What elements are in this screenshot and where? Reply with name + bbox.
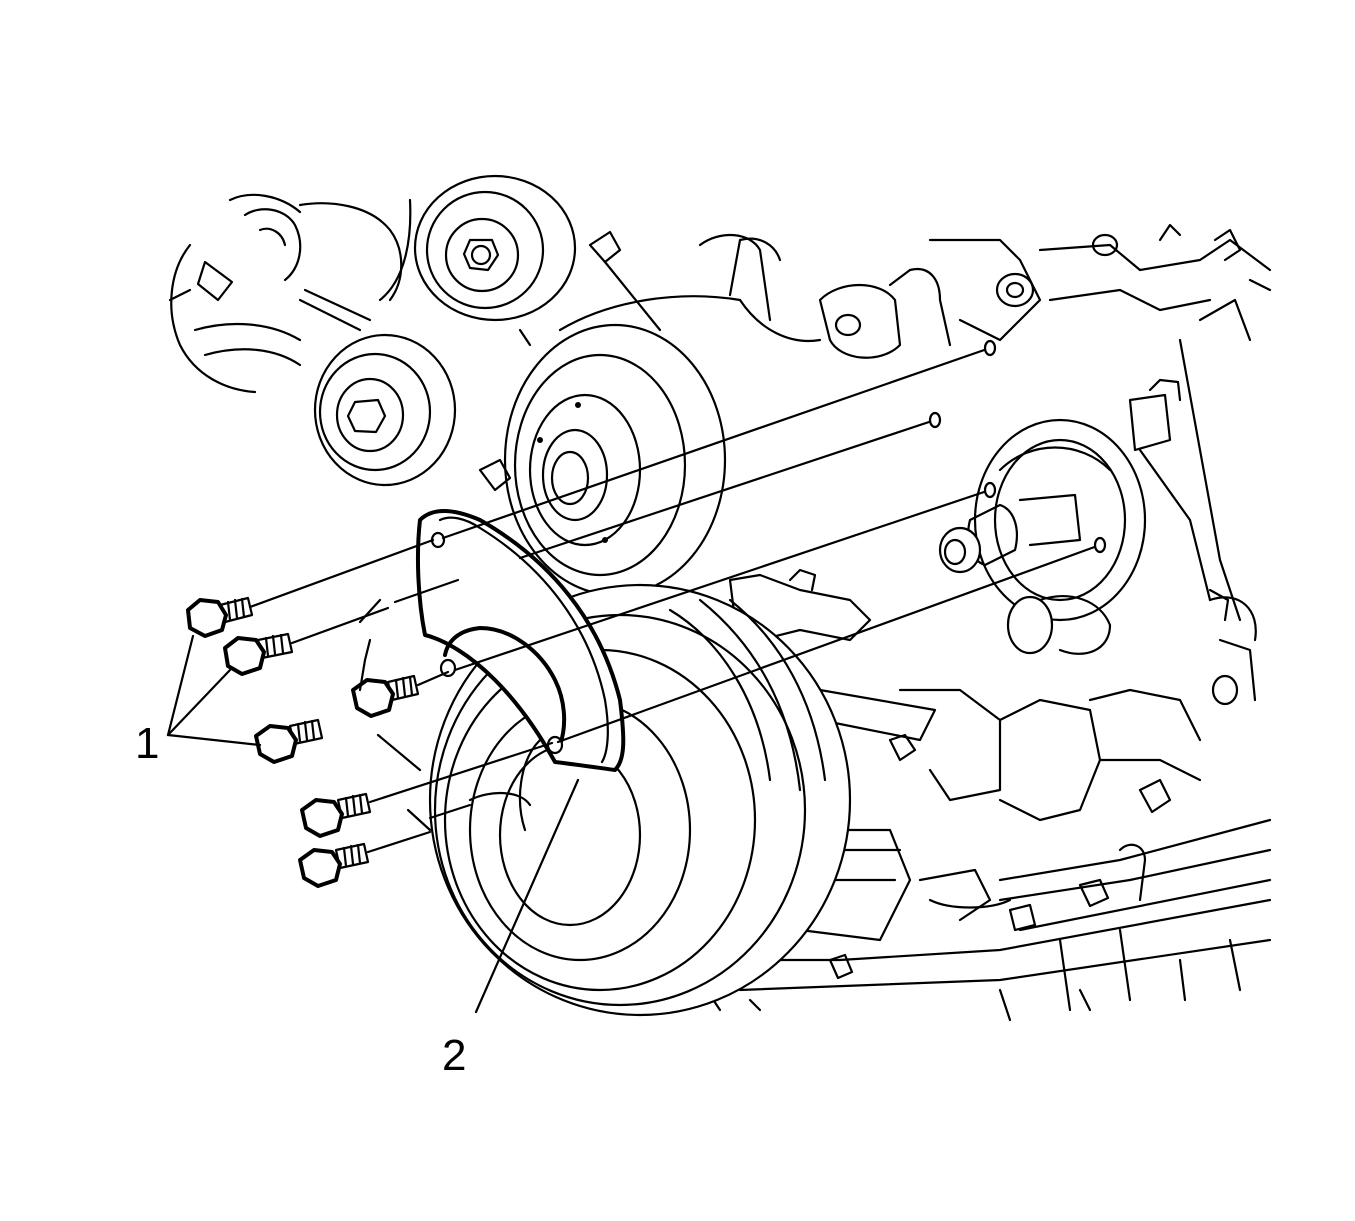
bolt: [223, 632, 294, 676]
idler-pulley-lower: [313, 333, 457, 487]
bolt: [351, 674, 420, 718]
callout-1-leader: [166, 634, 262, 747]
engine-background: [168, 174, 1272, 1022]
front-cover: [415, 509, 626, 772]
oil-pan-lower: [698, 818, 1272, 1022]
alternator-assembly: [938, 338, 1257, 706]
idler-pulley-upper: [413, 174, 577, 322]
callout-2-leader: [474, 778, 580, 1014]
alignment-lines: [248, 339, 1107, 854]
bolt: [254, 718, 324, 764]
callout-1-label: 1: [135, 719, 159, 768]
engine-block-upper: [478, 223, 1272, 492]
tensioner-bracket: [168, 193, 412, 394]
bolt: [298, 842, 370, 888]
callout-2-label: 2: [442, 1031, 466, 1080]
bolt: [186, 596, 254, 638]
water-pump-pulley: [503, 323, 727, 597]
bolt: [300, 792, 372, 838]
